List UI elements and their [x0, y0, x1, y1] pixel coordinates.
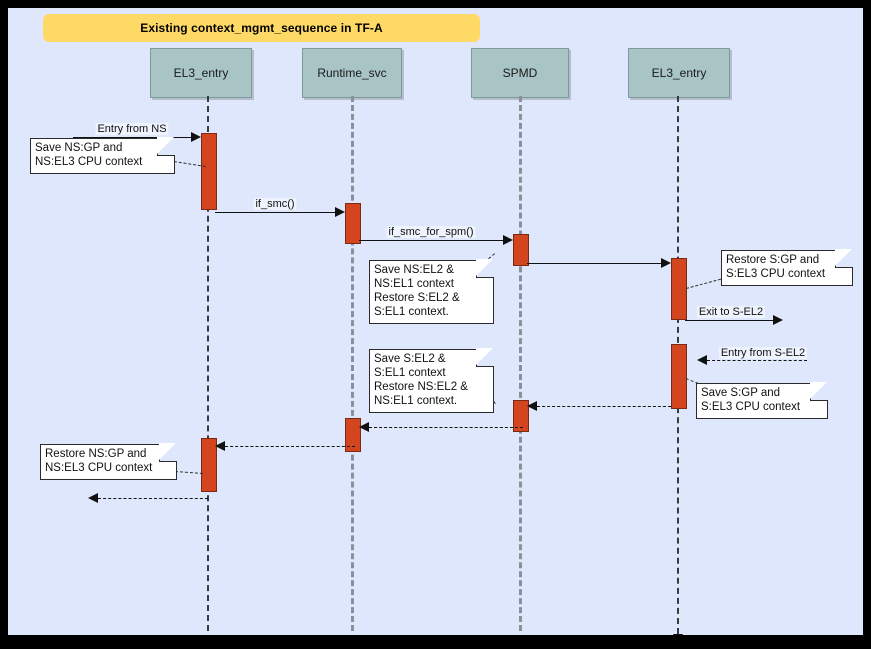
note-line: Restore S:GP and: [726, 254, 820, 266]
lifeline-head-el3-entry-ns[interactable]: EL3_entry: [150, 48, 252, 98]
note-line: NS:EL1 context.: [374, 395, 458, 407]
activation-runtime-svc-1: [345, 203, 361, 244]
activation-runtime-svc-2: [345, 418, 361, 452]
note-fold-icon: [476, 259, 494, 278]
message-label: Entry from S-EL2: [718, 347, 808, 359]
note-save-s-el2: Save S:EL2 & S:EL1 context Restore NS:EL…: [369, 348, 494, 413]
activation-el3-entry-ns-2: [201, 438, 217, 492]
arrowhead-left-icon: [88, 493, 98, 503]
note-line: NS:EL3 CPU context: [35, 156, 143, 168]
note-save-ns-el2: Save NS:EL2 & NS:EL1 context Restore S:E…: [369, 259, 494, 324]
message-label: if_smc_for_spm(): [386, 226, 476, 238]
note-restore-s-gp: Restore S:GP and S:EL3 CPU context: [721, 249, 853, 286]
message-line: [537, 406, 671, 407]
message-label: Exit to S-EL2: [696, 306, 766, 318]
arrowhead-left-icon: [359, 422, 369, 432]
arrowhead-right-icon: [191, 132, 201, 142]
lifeline-spmd: [519, 96, 522, 631]
note-line: Save NS:EL2 &: [374, 264, 454, 276]
message-line: [225, 446, 355, 447]
note-line: NS:EL3 CPU context: [45, 462, 153, 474]
lifeline-runtime-svc: [351, 96, 354, 631]
lifeline-label: Runtime_svc: [317, 66, 387, 80]
message-line: [685, 320, 773, 321]
arrowhead-right-icon: [773, 315, 783, 325]
arrowhead-down-icon: [673, 634, 683, 635]
message-line: [359, 240, 503, 241]
note-line: Restore NS:EL2 &: [374, 381, 468, 393]
activation-el3-entry-s-2: [671, 344, 687, 409]
note-restore-ns-gp: Restore NS:GP and NS:EL3 CPU context: [40, 443, 177, 480]
lifeline-head-spmd[interactable]: SPMD: [471, 48, 569, 98]
note-fold-icon: [835, 249, 853, 268]
note-line: Save S:EL2 &: [374, 353, 446, 365]
arrowhead-right-icon: [335, 207, 345, 217]
arrowhead-right-icon: [661, 258, 671, 268]
message-line: [98, 498, 208, 499]
lifeline-label: EL3_entry: [173, 66, 229, 80]
message-line: [73, 137, 191, 138]
note-line: Save NS:GP and: [35, 142, 123, 154]
lifeline-label: EL3_entry: [651, 66, 707, 80]
arrowhead-left-icon: [215, 441, 225, 451]
note-connector: [174, 471, 203, 474]
arrowhead-right-icon: [503, 235, 513, 245]
note-fold-icon: [810, 382, 828, 401]
activation-spmd-2: [513, 400, 529, 432]
note-line: Restore S:EL2 &: [374, 292, 460, 304]
note-line: S:EL1 context: [374, 367, 446, 379]
message-line: [707, 360, 807, 361]
diagram-canvas: Existing context_mgmt_sequence in TF-A E…: [8, 8, 863, 635]
activation-el3-entry-ns-1: [201, 133, 217, 210]
activation-spmd-1: [513, 234, 529, 266]
note-line: Restore NS:GP and: [45, 448, 147, 460]
diagram-title-banner: Existing context_mgmt_sequence in TF-A: [43, 14, 480, 42]
note-line: Save S:GP and: [701, 387, 781, 399]
note-line: S:EL3 CPU context: [726, 268, 826, 280]
arrowhead-left-icon: [697, 355, 707, 365]
note-line: S:EL1 context.: [374, 306, 449, 318]
message-line: [527, 263, 661, 264]
activation-el3-entry-s-1: [671, 258, 687, 320]
note-line: NS:EL1 context: [374, 278, 454, 290]
arrowhead-left-icon: [527, 401, 537, 411]
note-connector: [686, 278, 722, 289]
lifeline-el3-entry-ns: [207, 96, 209, 631]
lifeline-head-runtime-svc[interactable]: Runtime_svc: [302, 48, 402, 98]
note-fold-icon: [476, 348, 494, 367]
note-line: S:EL3 CPU context: [701, 401, 801, 413]
message-line: [215, 212, 335, 213]
lifeline-head-el3-entry-s[interactable]: EL3_entry: [628, 48, 730, 98]
note-fold-icon: [159, 443, 177, 462]
note-fold-icon: [157, 137, 175, 156]
message-label: Entry from NS: [95, 123, 169, 135]
message-label: if_smc(): [253, 198, 297, 210]
note-save-ns-gp: Save NS:GP and NS:EL3 CPU context: [30, 137, 175, 174]
lifeline-label: SPMD: [502, 66, 538, 80]
message-line: [369, 427, 523, 428]
note-save-s-gp: Save S:GP and S:EL3 CPU context: [696, 382, 828, 419]
